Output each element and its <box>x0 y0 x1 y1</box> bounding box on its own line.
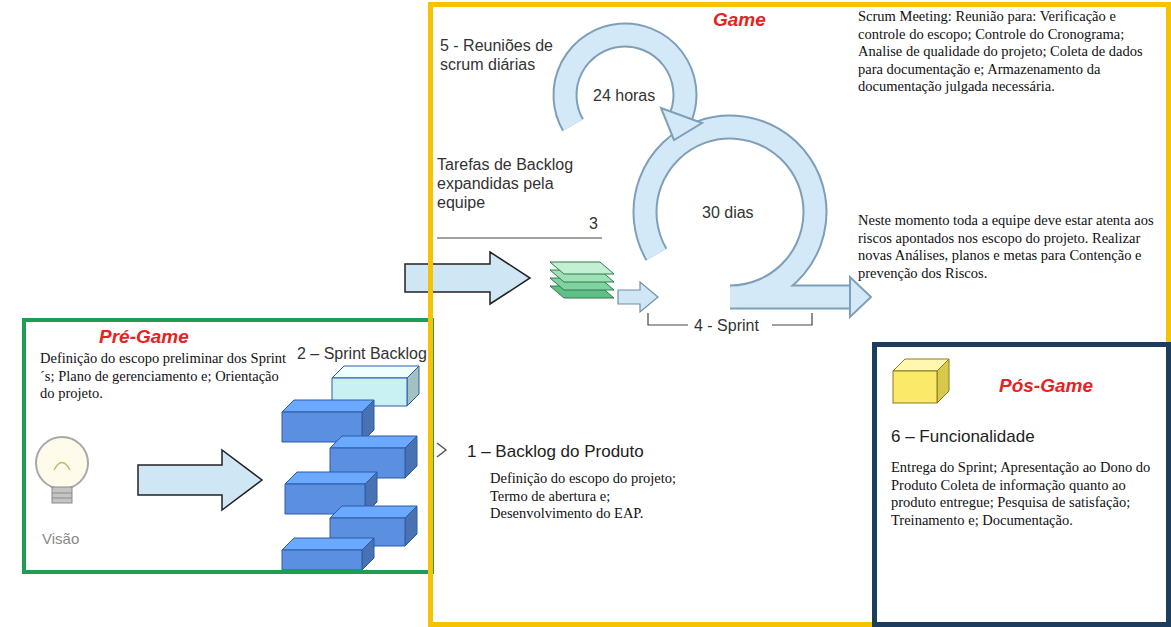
icon-caption: Visão <box>42 530 79 547</box>
block-arrow <box>138 450 262 510</box>
block-face <box>405 506 417 546</box>
meeting-notes: Scrum Meeting: Reunião para: Verificação… <box>858 8 1163 96</box>
phase-title: Pré-Game <box>99 326 189 348</box>
duration-label: 24 horas <box>593 86 655 105</box>
block-face <box>332 366 419 378</box>
daily-loop <box>565 35 702 140</box>
step-label: 2 – Sprint Backlog <box>297 344 427 363</box>
block-arrow <box>618 282 658 312</box>
underline <box>437 237 602 238</box>
block-face <box>285 472 377 484</box>
block-face <box>407 366 419 406</box>
step-heading: 6 – Funcionalidade <box>891 427 1035 447</box>
block-arrow <box>405 252 530 304</box>
duration-label: 30 dias <box>702 203 754 222</box>
risk-notes: Neste momento toda a equipe deve estar a… <box>858 212 1163 282</box>
pointer-mark <box>437 443 446 457</box>
step-label: 5 - Reuniões de scrum diárias <box>440 36 580 74</box>
block-face <box>330 506 417 518</box>
backlog-blocks <box>282 366 419 570</box>
step-label: 4 - Sprint <box>694 316 759 335</box>
block-face <box>362 538 374 570</box>
step-label: 1 – Backlog do Produto <box>467 442 644 462</box>
sprint-loop <box>645 127 871 317</box>
block-face <box>282 538 374 550</box>
step-notes: Definição do escopo do projeto; Termo de… <box>490 470 705 523</box>
phase-box: Pós-Game 6 – FuncionalidadeEntrega do Spr… <box>872 342 1171 627</box>
phase-title: Game <box>713 9 766 31</box>
task-stack <box>550 262 614 298</box>
block-face <box>282 550 362 570</box>
callout-number: 3 <box>589 214 598 233</box>
phase-title: Pós-Game <box>999 375 1093 397</box>
step-label: Tarefas de Backlog expandidas pela equip… <box>437 155 589 212</box>
block-face <box>282 400 374 412</box>
phase-notes: Definição do escopo preliminar dos Sprin… <box>40 350 290 403</box>
lightbulb-icon <box>36 437 88 503</box>
phase-notes: Entrega do Sprint; Apresentação ao Dono … <box>891 459 1159 529</box>
delivery-cube <box>891 355 953 405</box>
block-face <box>330 436 417 448</box>
block-face <box>405 436 417 478</box>
